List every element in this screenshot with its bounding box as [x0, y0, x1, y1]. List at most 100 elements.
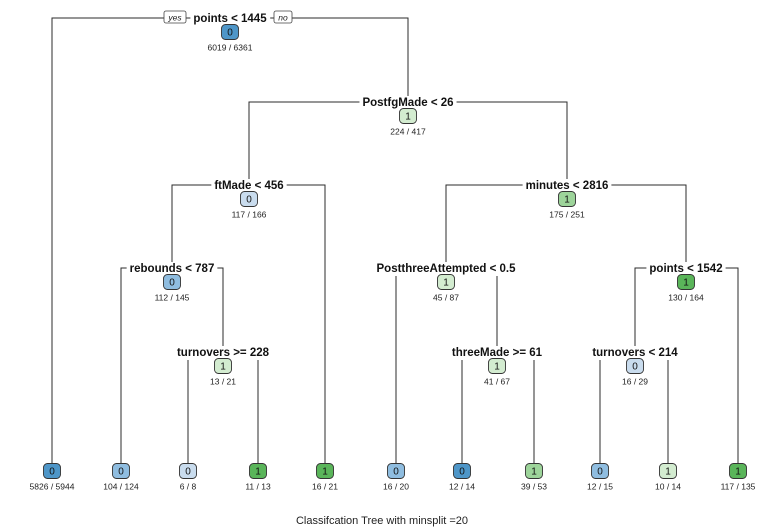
edge-n_ft-to-l5 — [249, 184, 326, 464]
class-0-node-box — [179, 463, 197, 479]
class-0-node-box — [387, 463, 405, 479]
predicted-class-label: 1 — [494, 362, 500, 373]
split-condition-label: turnovers >= 228 — [177, 347, 270, 359]
predicted-class-label: 0 — [118, 467, 124, 478]
node-fraction-label: 117 / 166 — [232, 210, 267, 220]
predicted-class-label: 0 — [227, 28, 233, 39]
class-1-node-box — [488, 358, 506, 374]
predicted-class-label: 0 — [459, 467, 465, 478]
split-label-background — [373, 262, 520, 276]
class-1-node-box — [525, 463, 543, 479]
split-node: PostfgMade < 26 1 224 / 417 — [359, 96, 457, 137]
class-1-node-box — [399, 108, 417, 124]
split-node: points < 1445 0 6019 / 6361 — [190, 12, 271, 53]
node-fraction-label: 130 / 164 — [668, 293, 704, 303]
edge-root-to-l1 — [51, 17, 230, 464]
split-node: threeMade >= 61 1 41 / 67 — [448, 346, 546, 387]
class-0-node-box — [453, 463, 471, 479]
class-0-node-box — [112, 463, 130, 479]
split-condition-label: PostfgMade < 26 — [362, 97, 453, 109]
predicted-class-label: 0 — [597, 467, 603, 478]
predicted-class-label: 1 — [220, 362, 226, 373]
class-1-node-box — [214, 358, 232, 374]
node-fraction-label: 224 / 417 — [390, 127, 426, 137]
predicted-class-label: 0 — [169, 278, 175, 289]
leaf-node: 1 11 / 13 — [245, 463, 271, 492]
predicted-class-label: 1 — [322, 467, 328, 478]
split-label-background — [126, 262, 218, 276]
node-fraction-label: 45 / 87 — [433, 293, 459, 303]
yes-branch-label: yes — [163, 10, 187, 24]
split-node: rebounds < 787 0 112 / 145 — [126, 262, 218, 303]
class-0-node-box — [240, 191, 258, 207]
node-fraction-label: 117 / 135 — [721, 482, 756, 492]
predicted-class-label: 1 — [405, 112, 411, 123]
class-1-node-box — [659, 463, 677, 479]
class-0-node-box — [626, 358, 644, 374]
node-fraction-label: 112 / 145 — [155, 293, 190, 303]
edge-root-to-n_pfg — [230, 17, 409, 109]
split-condition-label: PostthreeAttempted < 0.5 — [377, 263, 517, 275]
svg-text:yes: yes — [167, 13, 182, 23]
node-fraction-label: 12 / 14 — [449, 482, 475, 492]
edge-n_min-to-n_pta — [445, 184, 567, 275]
class-1-node-box — [316, 463, 334, 479]
node-fraction-label: 11 / 13 — [245, 482, 271, 492]
predicted-class-label: 0 — [49, 467, 55, 478]
class-0-node-box — [591, 463, 609, 479]
leaf-node: 0 12 / 15 — [587, 463, 613, 492]
node-fraction-label: 41 / 67 — [484, 377, 510, 387]
split-node: minutes < 2816 1 175 / 251 — [522, 179, 612, 220]
edge-n_pfg-to-n_min — [408, 101, 568, 192]
class-1-node-box — [249, 463, 267, 479]
edge-n_min-to-n_pts — [567, 184, 687, 275]
node-fraction-label: 175 / 251 — [549, 210, 585, 220]
split-node: points < 1542 1 130 / 164 — [646, 262, 726, 303]
node-fraction-label: 16 / 29 — [622, 377, 648, 387]
predicted-class-label: 1 — [683, 278, 689, 289]
edge-n_ft-to-n_reb — [171, 184, 249, 275]
predicted-class-label: 0 — [185, 467, 191, 478]
node-fraction-label: 16 / 21 — [312, 482, 338, 492]
split-condition-label: rebounds < 787 — [130, 263, 215, 275]
node-fraction-label: 10 / 14 — [655, 482, 681, 492]
node-fraction-label: 6019 / 6361 — [208, 43, 253, 53]
node-fraction-label: 16 / 20 — [383, 482, 409, 492]
leaf-node: 0 12 / 14 — [449, 463, 475, 492]
split-condition-label: points < 1445 — [193, 13, 267, 25]
class-0-node-box — [163, 274, 181, 290]
split-condition-label: points < 1542 — [649, 263, 722, 275]
no-branch-label: no — [273, 10, 293, 24]
split-condition-label: turnovers < 214 — [592, 347, 678, 359]
split-condition-label: threeMade >= 61 — [452, 347, 543, 359]
edge-n_pfg-to-n_ft — [248, 101, 408, 192]
split-label-background — [646, 262, 726, 276]
leaf-node: 110 / 14 — [655, 463, 681, 492]
class-1-node-box — [437, 274, 455, 290]
predicted-class-label: 1 — [443, 278, 449, 289]
split-label-background — [190, 12, 271, 26]
split-label-background — [448, 346, 546, 360]
leaf-node: 139 / 53 — [521, 463, 547, 492]
tree-edges — [51, 17, 739, 464]
split-label-background — [522, 179, 612, 193]
node-fraction-label: 12 / 15 — [587, 482, 613, 492]
split-condition-label: minutes < 2816 — [526, 180, 609, 192]
leaf-node: 016 / 20 — [383, 463, 409, 492]
split-condition-label: ftMade < 456 — [214, 180, 283, 192]
leaf-node: 06 / 8 — [179, 463, 197, 492]
predicted-class-label: 1 — [255, 467, 261, 478]
split-label-background — [173, 346, 273, 360]
node-fraction-label: 104 / 124 — [103, 482, 139, 492]
leaf-node: 1 16 / 21 — [312, 463, 338, 492]
node-fraction-label: 39 / 53 — [521, 482, 547, 492]
class-1-node-box — [677, 274, 695, 290]
svg-text:no: no — [278, 13, 288, 23]
class-0-node-box — [221, 24, 239, 40]
predicted-class-label: 1 — [564, 195, 570, 206]
node-fraction-label: 5826 / 5944 — [30, 482, 75, 492]
split-label-background — [211, 179, 287, 193]
split-label-background — [359, 96, 457, 110]
